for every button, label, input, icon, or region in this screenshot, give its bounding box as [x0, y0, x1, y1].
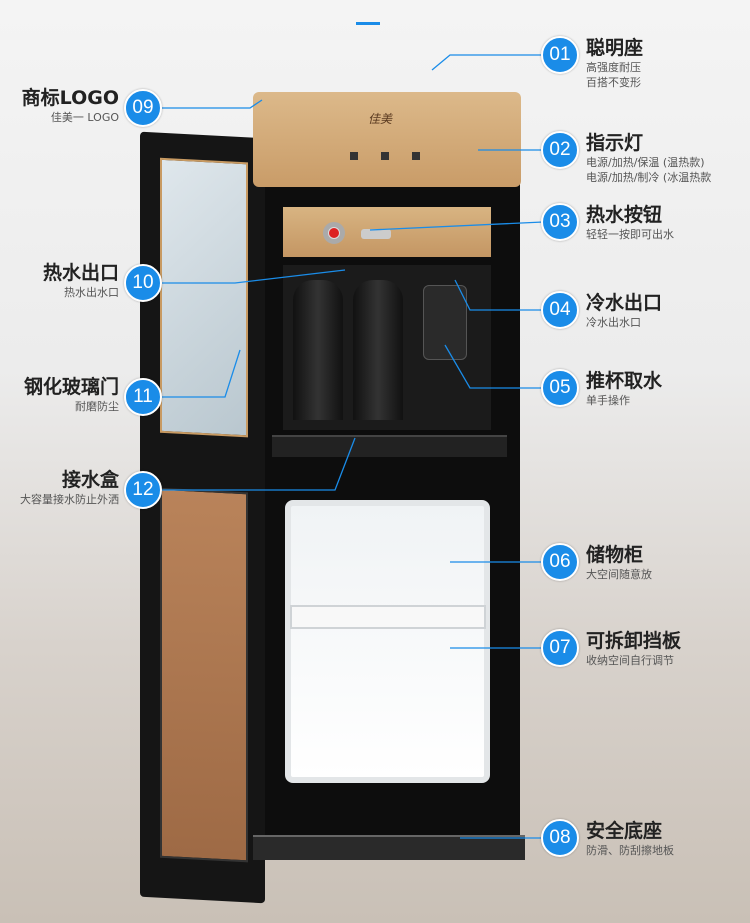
callout-badge-05: 05	[541, 369, 579, 407]
top-panel: 佳美	[253, 92, 521, 187]
brand-logo: 佳美	[368, 112, 393, 126]
callout-desc: 收纳空间自行调节	[586, 654, 674, 667]
callout-label-10: 热水出口热水出水口	[43, 258, 119, 300]
callout-title: 安全底座	[586, 820, 663, 842]
callout-title: 商标LOGO	[21, 87, 119, 109]
callout-desc: 轻轻一按即可出水	[586, 228, 674, 241]
callout-desc: 冷水出水口	[586, 316, 641, 329]
top-dash	[356, 22, 380, 25]
hot-water-button[interactable]	[323, 222, 345, 244]
callout-badge-12: 12	[124, 471, 162, 509]
callout-label-03: 热水按钮轻轻一按即可出水	[586, 200, 674, 242]
callout-badge-04: 04	[541, 291, 579, 329]
callout-label-01: 聪明座高强度耐压百搭不变形	[586, 33, 643, 90]
callout-badge-09: 09	[124, 89, 162, 127]
callout-title: 聪明座	[586, 37, 644, 59]
callout-title: 储物柜	[586, 544, 644, 566]
storage-cabinet	[285, 500, 490, 783]
callout-desc: 单手操作	[586, 394, 630, 407]
callout-title: 冷水出口	[586, 292, 663, 314]
indicator-lights	[350, 152, 420, 160]
water-area	[283, 265, 491, 430]
callout-label-04: 冷水出口冷水出水口	[586, 288, 662, 330]
callout-desc: 热水出水口	[64, 286, 119, 299]
callout-desc: 大空间随意放	[586, 568, 652, 581]
callout-label-11: 钢化玻璃门耐磨防尘	[24, 372, 119, 414]
callout-desc: 百搭不变形	[586, 76, 641, 89]
callout-label-12: 接水盒大容量接水防止外洒	[20, 465, 119, 507]
callout-desc: 电源/加热/保温 (温热款)	[586, 156, 705, 169]
callout-title: 指示灯	[586, 132, 644, 154]
callout-title: 推杯取水	[586, 370, 663, 392]
callout-badge-10: 10	[124, 264, 162, 302]
callout-badge-01: 01	[541, 36, 579, 74]
lock-switch[interactable]	[361, 229, 391, 239]
callout-badge-06: 06	[541, 543, 579, 581]
callout-label-06: 储物柜大空间随意放	[586, 540, 652, 582]
callout-badge-11: 11	[124, 378, 162, 416]
callout-badge-02: 02	[541, 131, 579, 169]
callout-desc: 耐磨防尘	[75, 400, 119, 413]
removable-shelf[interactable]	[290, 605, 486, 629]
callout-label-08: 安全底座防滑、防刮擦地板	[586, 816, 674, 858]
callout-label-05: 推杯取水单手操作	[586, 366, 662, 408]
callout-label-07: 可拆卸挡板收纳空间自行调节	[586, 626, 681, 668]
callout-title: 热水按钮	[586, 204, 663, 226]
callout-title: 接水盒	[61, 469, 119, 491]
hot-water-panel	[283, 207, 491, 257]
callout-desc: 电源/加热/制冷 (冰温热款	[586, 171, 712, 184]
callout-desc: 防滑、防刮擦地板	[586, 844, 674, 857]
safety-base	[253, 835, 525, 860]
callout-label-09: 商标LOGO 佳美一 LOGO	[22, 83, 119, 125]
callout-title: 钢化玻璃门	[23, 376, 119, 398]
callout-label-02: 指示灯电源/加热/保温 (温热款) 电源/加热/制冷 (冰温热款	[586, 128, 711, 185]
push-cup-lever[interactable]	[423, 285, 467, 360]
callout-badge-07: 07	[541, 629, 579, 667]
callout-desc: 高强度耐压	[586, 61, 641, 74]
callout-desc: 大容量接水防止外洒	[20, 493, 119, 506]
drip-tray	[272, 435, 507, 457]
callout-title: 热水出口	[42, 262, 119, 284]
callout-badge-03: 03	[541, 203, 579, 241]
callout-title: 可拆卸挡板	[586, 630, 682, 652]
callout-badge-08: 08	[541, 819, 579, 857]
callout-desc: 佳美一 LOGO	[50, 111, 119, 124]
